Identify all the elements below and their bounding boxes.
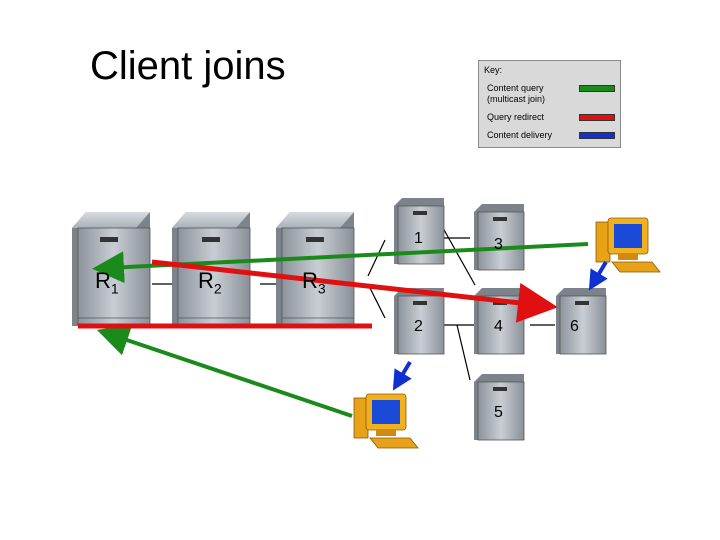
client-computer-bottom-icon — [353, 393, 419, 449]
node-6-label: 6 — [570, 318, 579, 335]
router-r1-label: R1 — [95, 268, 119, 296]
legend-label-content-delivery: Content delivery — [487, 130, 553, 140]
legend-label-content-query: Content query — [487, 83, 544, 93]
legend-swatch-blue — [579, 132, 615, 139]
content-delivery-arrow-right — [588, 260, 608, 291]
content-delivery-arrow-left — [392, 360, 412, 391]
node-3-icon — [474, 204, 525, 271]
legend-label-query-redirect: Query redirect — [487, 112, 545, 122]
node-2-icon — [394, 288, 445, 355]
router-r2-label: R2 — [198, 268, 222, 296]
link-2-5 — [456, 324, 471, 381]
legend-heading: Key: — [484, 65, 503, 75]
node-4-label: 4 — [494, 318, 503, 335]
node-1-label: 1 — [414, 230, 423, 247]
link-r3-2 — [367, 283, 386, 319]
legend-label-content-query-sub: (multicast join) — [487, 94, 546, 104]
router-r3-label: R3 — [302, 268, 326, 296]
legend-key: Key: Content query (multicast join) Quer… — [478, 60, 621, 148]
router-r2-sub: 2 — [213, 280, 222, 297]
router-r1-sub: 1 — [110, 280, 119, 297]
node-5-label: 5 — [494, 404, 503, 421]
router-r3-letter: R — [302, 268, 318, 293]
link-1-4 — [442, 227, 476, 286]
legend-swatch-red — [579, 114, 615, 121]
slide-title: Client joins — [90, 44, 286, 88]
content-query-arrow-bottom — [96, 324, 353, 418]
client-computer-top-right-icon — [595, 217, 661, 273]
link-r3-1 — [367, 239, 386, 277]
node-2-label: 2 — [414, 318, 423, 335]
node-6-icon — [556, 288, 607, 355]
query-redirect-arrow-top — [151, 259, 558, 323]
router-r2-letter: R — [198, 268, 214, 293]
topology-links — [152, 227, 555, 381]
router-r1-letter: R — [95, 268, 111, 293]
router-r3-sub: 3 — [317, 280, 326, 297]
node-3-label: 3 — [494, 236, 503, 253]
node-5-icon — [474, 374, 525, 441]
legend-swatch-green — [579, 85, 615, 92]
